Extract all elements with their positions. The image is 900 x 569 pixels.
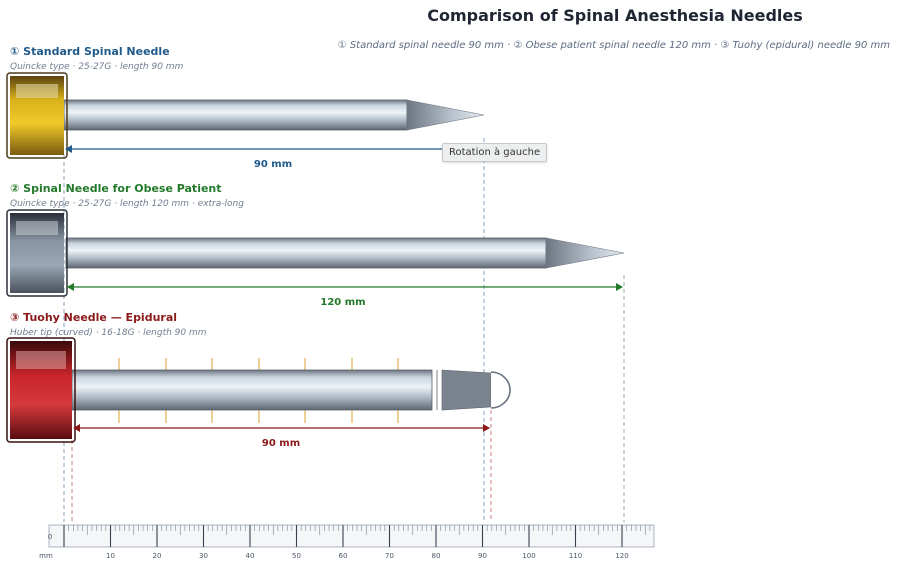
needle-standard-details: Quincke type · 25-27G · length 90 mm bbox=[10, 62, 184, 72]
ruler: 0 mm 10 20 30 40 50 60 70 80 90 100 110 … bbox=[39, 524, 655, 560]
dimension-label-standard: 90 mm bbox=[254, 159, 292, 170]
ruler-tick-label: 50 bbox=[292, 552, 301, 560]
ruler-unit-label: mm bbox=[39, 552, 53, 560]
needle-obese-bevel-tip bbox=[545, 237, 625, 269]
dimension-label-tuohy: 90 mm bbox=[262, 438, 300, 449]
needle-standard-hub-frame bbox=[6, 72, 68, 159]
needle-standard-label: ① Standard Spinal Needle bbox=[10, 45, 170, 58]
ruler-zero-label: 0 bbox=[48, 533, 52, 541]
needle-tuohy-collar bbox=[433, 370, 441, 410]
needle-tuohy-hub-frame bbox=[6, 337, 76, 443]
ruler-tick-label: 20 bbox=[153, 552, 162, 560]
ruler-tick-label: 110 bbox=[569, 552, 582, 560]
needle-obese-spinal: ② Spinal Needle for Obese Patient Quinck… bbox=[6, 182, 625, 308]
needle-tuohy-details: Huber tip (curved) · 16-18G · length 90 … bbox=[10, 328, 207, 338]
ruler-tick-label: 40 bbox=[246, 552, 255, 560]
ruler-body bbox=[48, 524, 655, 548]
needle-tuohy-shaft bbox=[71, 369, 433, 411]
needle-standard-hub-window bbox=[16, 84, 58, 98]
needle-obese-label: ② Spinal Needle for Obese Patient bbox=[10, 182, 222, 195]
ruler-tick-label: 100 bbox=[522, 552, 535, 560]
diagram-subtitle: ① Standard spinal needle 90 mm · ② Obese… bbox=[338, 40, 891, 51]
ruler-tick-label: 80 bbox=[432, 552, 441, 560]
needle-obese-details: Quincke type · 25-27G · length 120 mm · … bbox=[10, 199, 244, 209]
ruler-tick-label: 70 bbox=[385, 552, 394, 560]
needle-tuohy-label: ③ Tuohy Needle — Epidural bbox=[10, 311, 177, 324]
tooltip-rotation: Rotation à gauche bbox=[442, 143, 548, 162]
needle-tuohy-taper bbox=[441, 369, 492, 411]
dimension-label-obese: 120 mm bbox=[320, 297, 365, 308]
needle-standard-bevel-tip bbox=[406, 99, 485, 131]
diagram-title: Comparison of Spinal Anesthesia Needles bbox=[427, 6, 803, 25]
ruler-tick-label: 30 bbox=[199, 552, 208, 560]
needle-obese-hub-frame bbox=[6, 209, 68, 297]
needle-obese-hub-window bbox=[16, 221, 58, 235]
ruler-tick-label: 60 bbox=[339, 552, 348, 560]
needle-tuohy-epidural: ③ Tuohy Needle — Epidural Huber tip (cur… bbox=[6, 311, 511, 449]
needle-obese-shaft bbox=[65, 237, 547, 269]
needle-standard-spinal: ① Standard Spinal Needle Quincke type · … bbox=[6, 45, 485, 170]
needle-standard-shaft bbox=[63, 99, 408, 131]
ruler-ticks bbox=[63, 525, 651, 547]
ruler-tick-labels: 10 20 30 40 50 60 70 80 90 100 110 120 bbox=[106, 552, 629, 560]
ruler-tick-label: 90 bbox=[478, 552, 487, 560]
needle-tuohy-huber-tip bbox=[490, 371, 511, 409]
ruler-tick-label: 120 bbox=[615, 552, 628, 560]
needle-tuohy-hub-window bbox=[16, 351, 66, 369]
ruler-tick-label: 10 bbox=[106, 552, 115, 560]
